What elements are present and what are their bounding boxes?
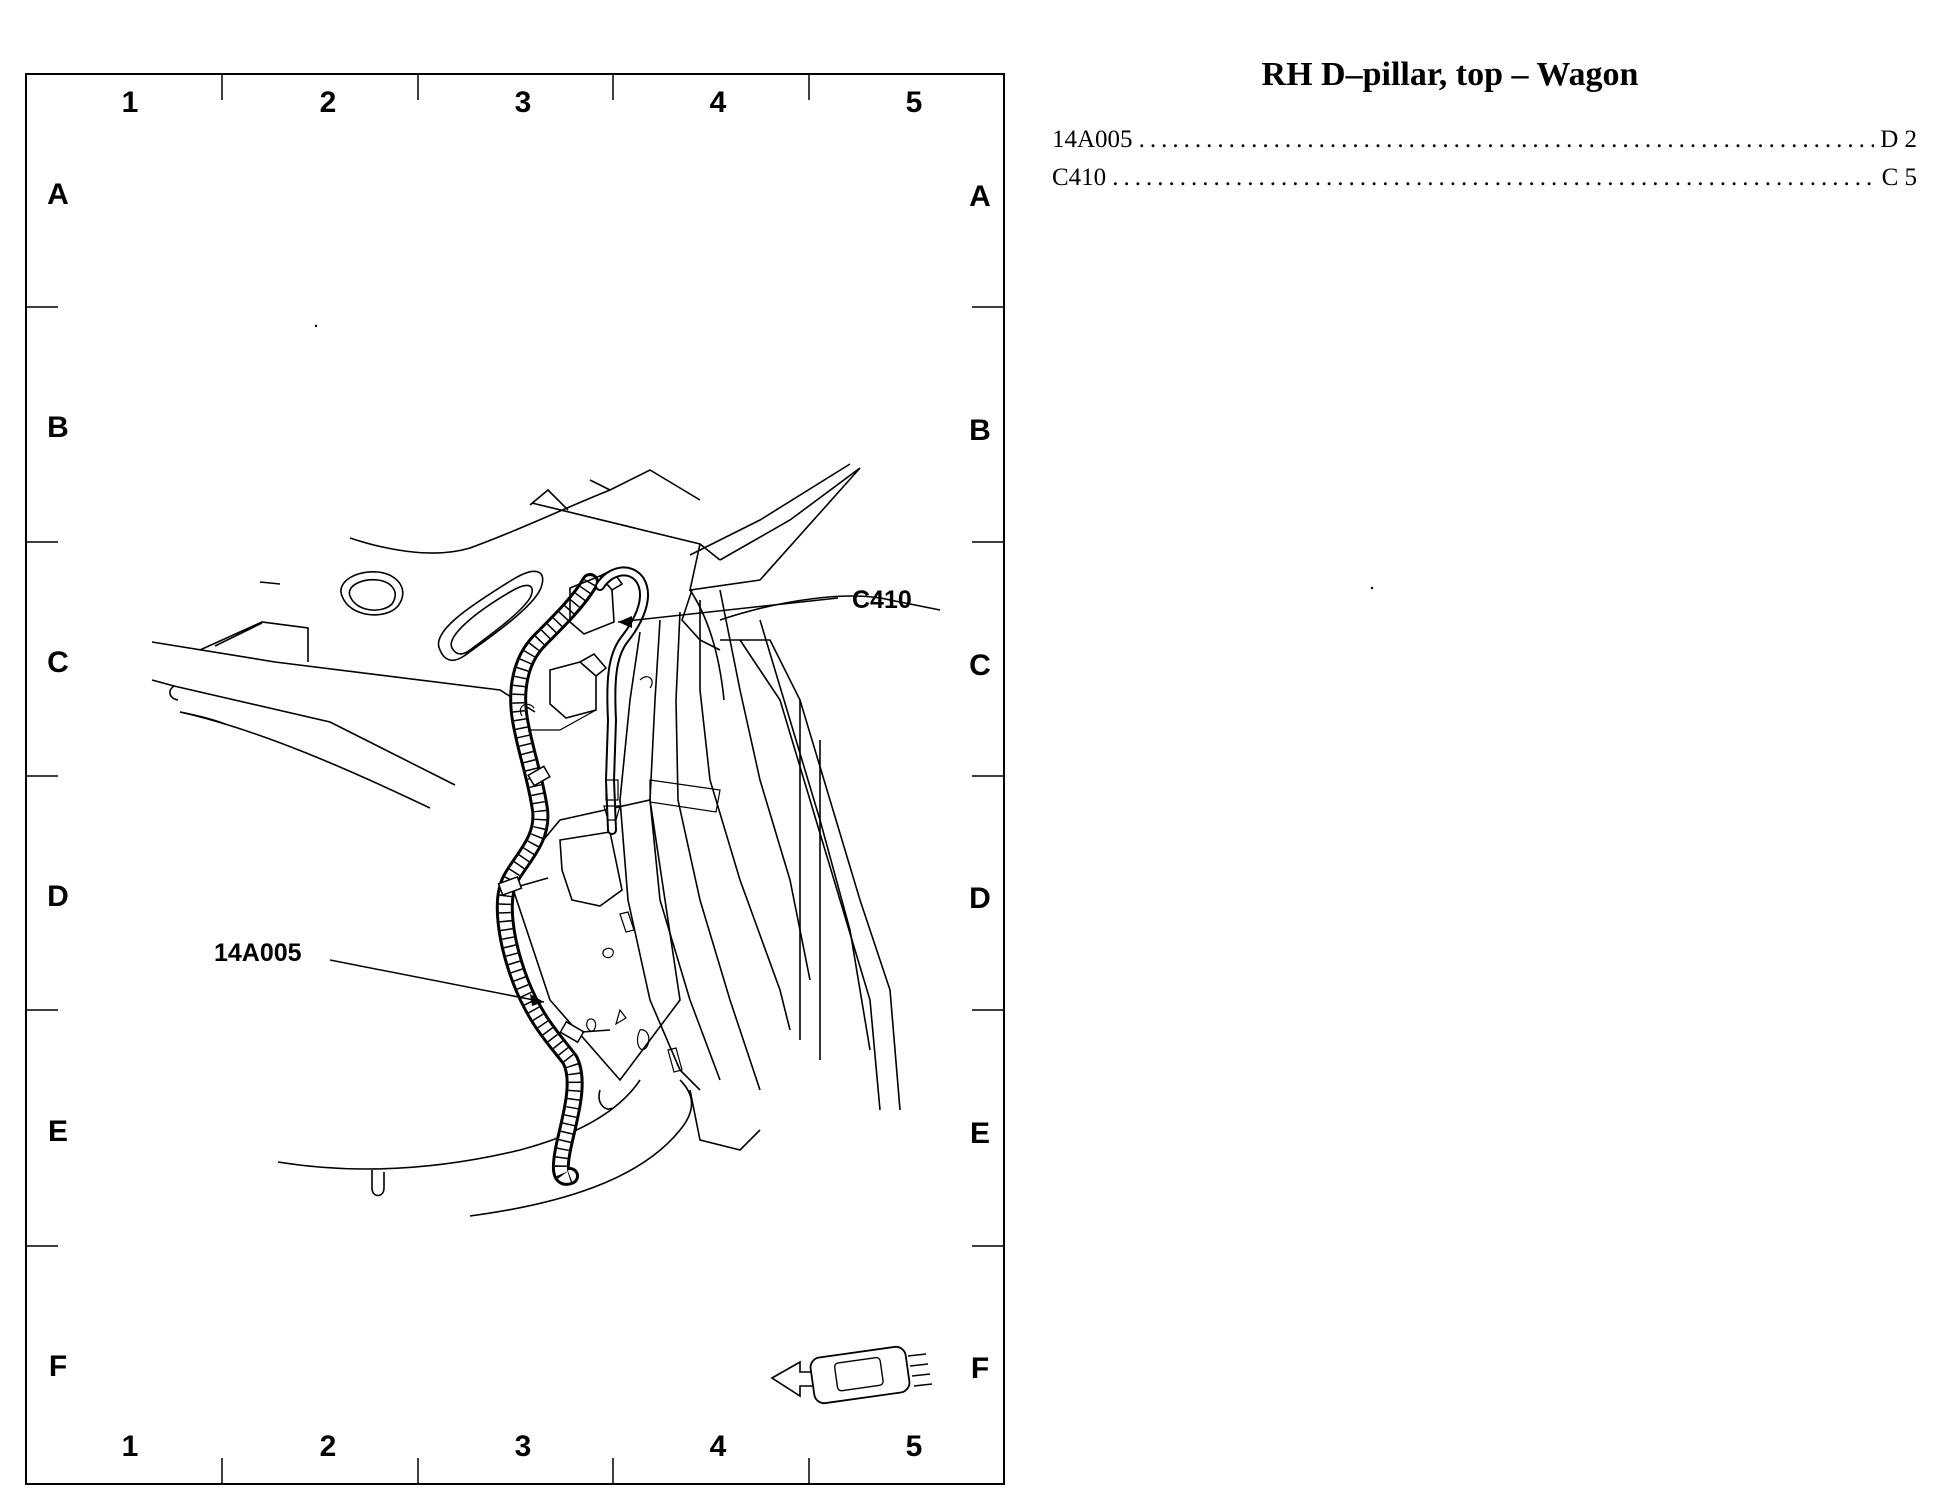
- column-label: 3: [515, 1430, 532, 1463]
- column-label: 5: [906, 86, 923, 119]
- column-label: 4: [710, 1430, 727, 1463]
- row-label: A: [969, 180, 991, 213]
- callout-c410: C410: [617, 586, 912, 628]
- index-row: 14A005 .................................…: [1052, 126, 1917, 154]
- row-label: B: [969, 414, 991, 447]
- callout-label-14A005: 14A005: [214, 939, 302, 967]
- row-label: A: [47, 178, 69, 211]
- column-label: 2: [320, 86, 337, 119]
- index-leader-dots: ........................................…: [1112, 164, 1876, 191]
- body-panel-drawing: [151, 463, 941, 1217]
- row-label: D: [969, 882, 991, 915]
- row-label: F: [971, 1352, 989, 1385]
- callout-14A005: 14A005: [214, 939, 545, 1006]
- vehicle-direction-icon: [770, 1345, 933, 1405]
- column-label: 1: [122, 1430, 139, 1463]
- row-label: C: [47, 646, 69, 679]
- column-label: 3: [515, 86, 532, 119]
- column-ticks-top: [221, 74, 810, 100]
- index-row: C410 ...................................…: [1052, 164, 1917, 192]
- index-row-location: D 2: [1880, 126, 1917, 153]
- column-label: 4: [710, 86, 727, 119]
- row-label: B: [47, 411, 69, 444]
- row-label: F: [49, 1350, 67, 1383]
- column-label: 5: [906, 1430, 923, 1463]
- callout-label-c410: C410: [852, 586, 912, 614]
- column-label: 1: [122, 86, 139, 119]
- row-label: D: [47, 880, 69, 913]
- row-label: E: [48, 1115, 68, 1148]
- connector-c410: [519, 566, 653, 835]
- row-label: E: [970, 1117, 990, 1150]
- column-label: 2: [320, 1430, 337, 1463]
- column-ticks-bottom: [221, 1458, 810, 1484]
- row-label: C: [969, 649, 991, 682]
- index-row-location: C 5: [1881, 164, 1917, 191]
- index-row-name: 14A005: [1052, 126, 1133, 153]
- wiring-harness-14A005: [495, 573, 611, 1186]
- index-leader-dots: ........................................…: [1138, 126, 1875, 153]
- row-ticks: [26, 306, 1004, 1247]
- index-row-name: C410: [1052, 164, 1107, 191]
- page-title: RH D–pillar, top – Wagon: [1261, 56, 1639, 93]
- grid-frame: [25, 73, 1005, 1485]
